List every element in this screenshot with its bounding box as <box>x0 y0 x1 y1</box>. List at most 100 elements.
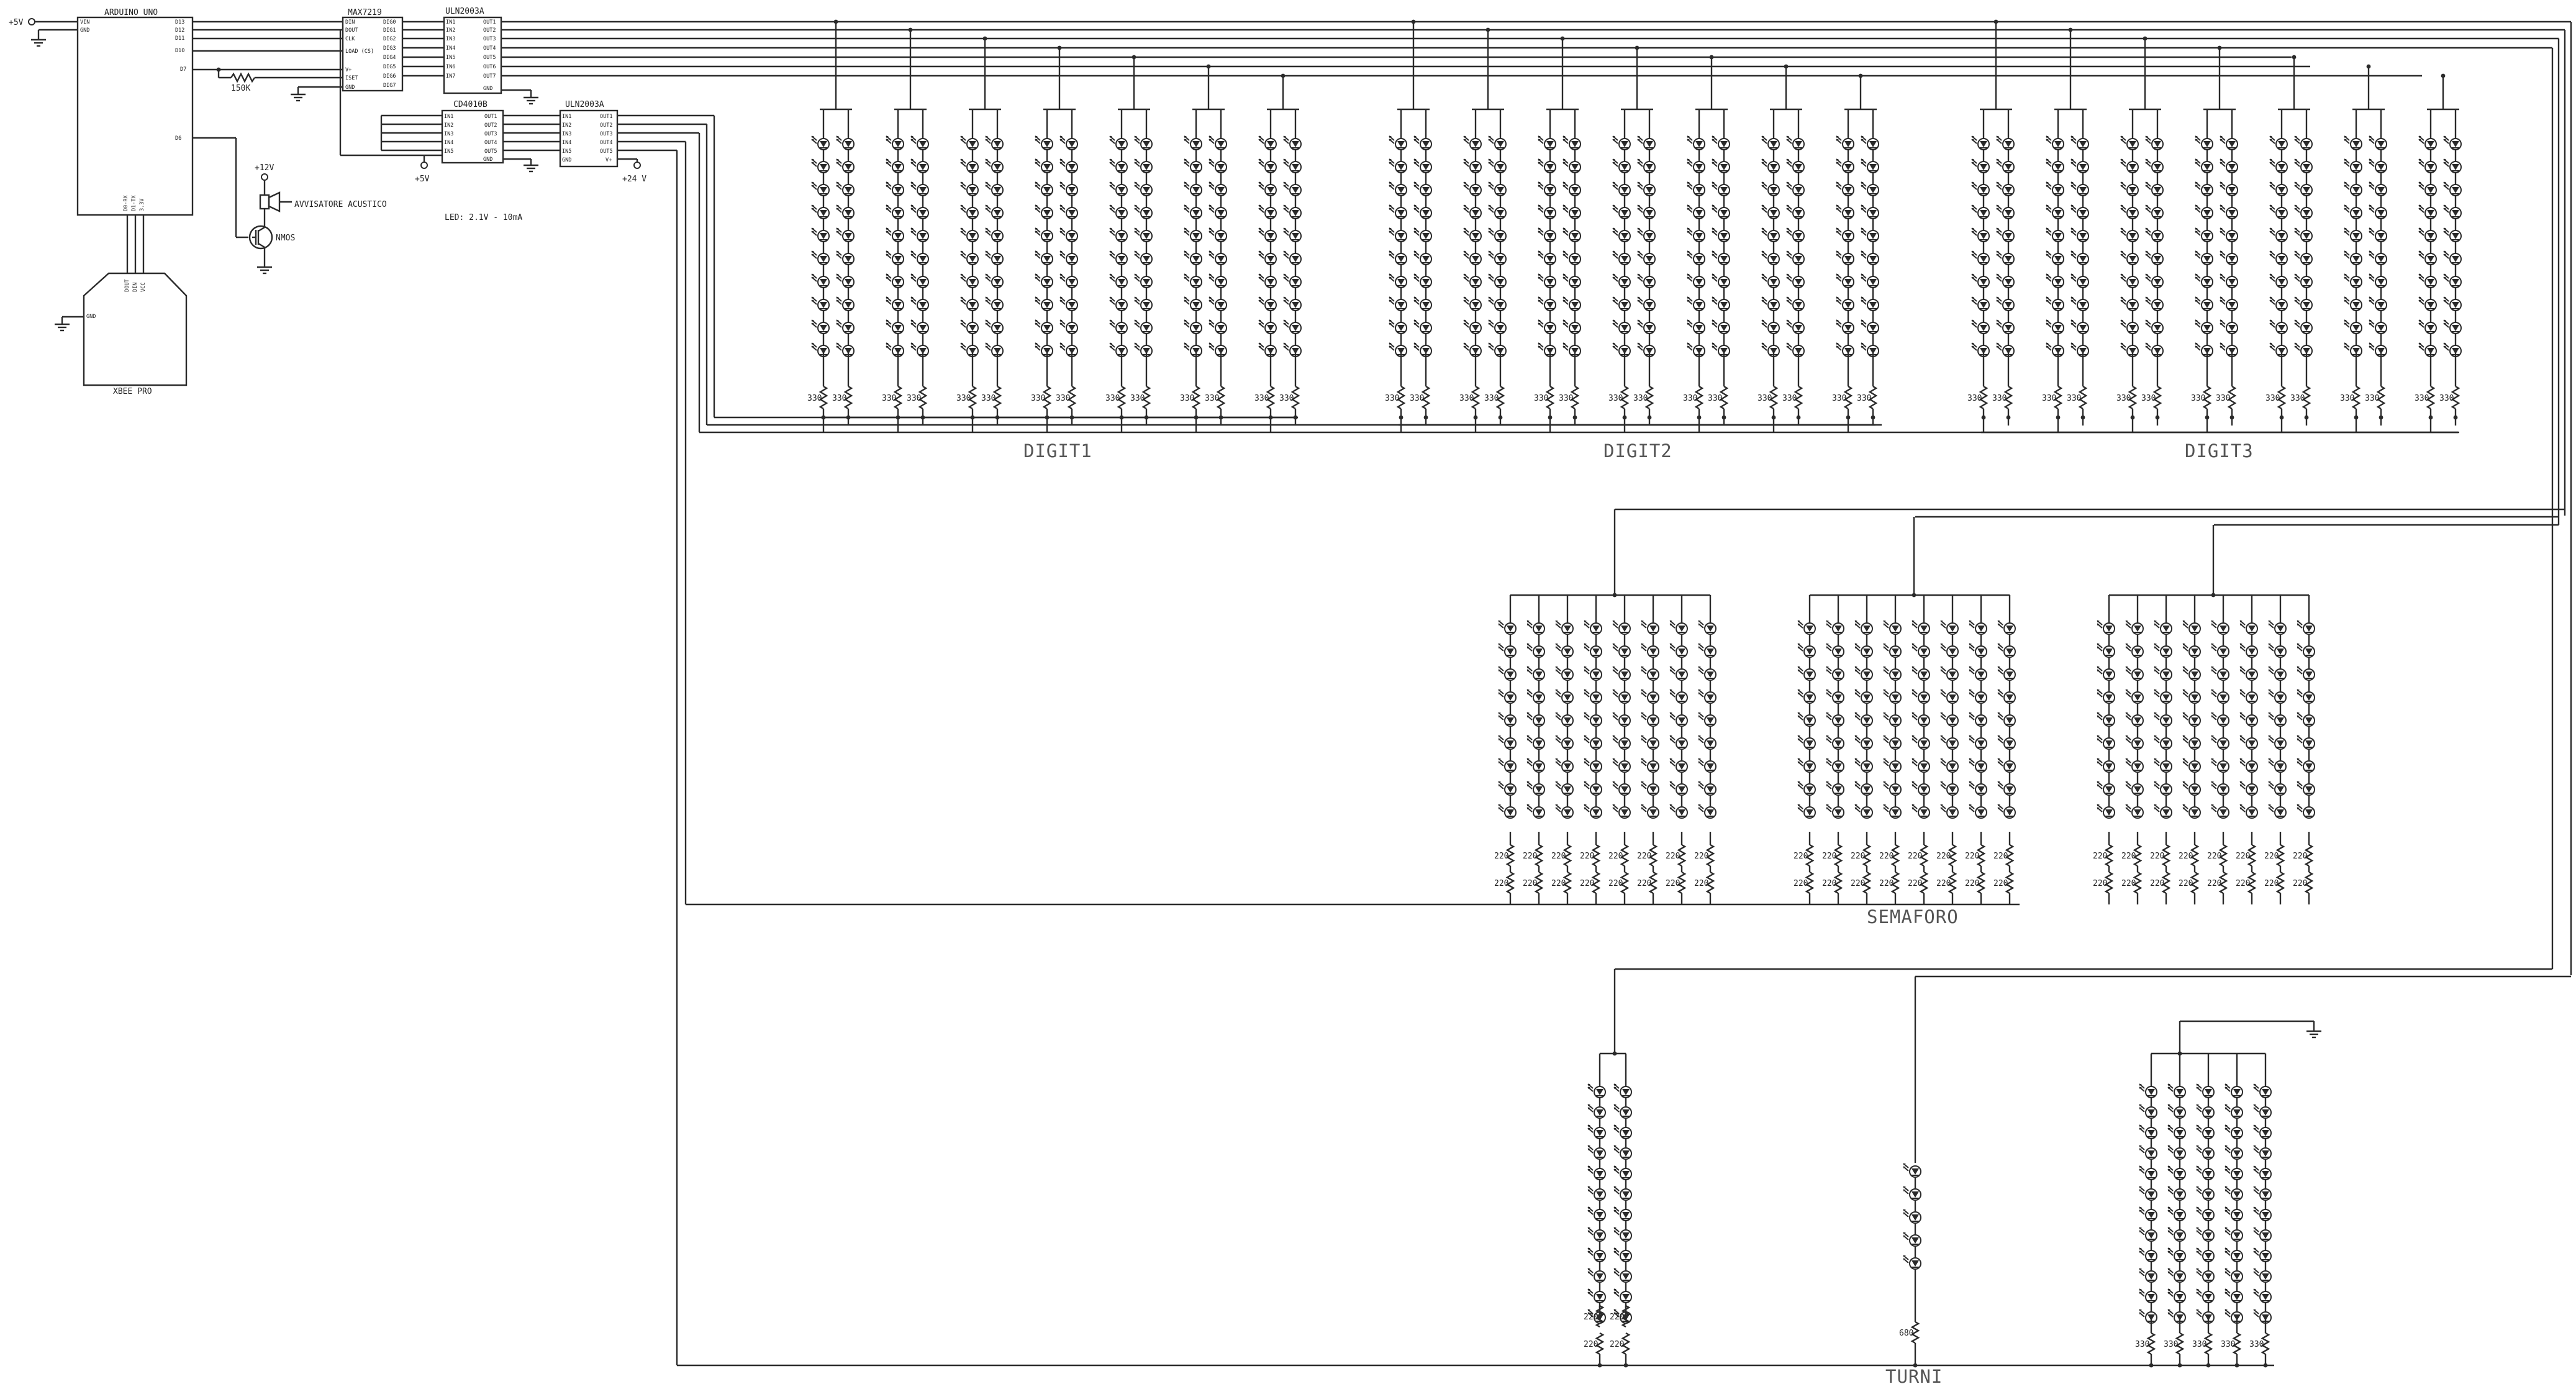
semaforo-block-1-col-1-res-2-value: 220 <box>1494 879 1508 888</box>
digit1-module-3-b-led-2 <box>985 181 1004 196</box>
digit2-module-5-b-led-6 <box>1712 273 1730 288</box>
digit3-module-6-a-led-7 <box>2344 296 2362 311</box>
semaforo-block-1-col-5-led-4 <box>1612 712 1631 727</box>
turni-middle-res-value: 680 <box>1899 1329 1913 1338</box>
semaforo-block-3-col-1-res-1-value: 220 <box>2093 852 2107 861</box>
semaforo-block-1-col-8-led-7 <box>1698 781 1717 796</box>
digit1-module-2-res-a-value: 330 <box>882 394 896 403</box>
semaforo-block-2-col-1-res-2: 220 <box>1794 871 1815 895</box>
semaforo-block-1-col-1-led-2 <box>1498 666 1517 681</box>
digit2-module-1-a-led-5 <box>1389 250 1407 265</box>
digit3-module-3-a-led-8 <box>2120 319 2139 334</box>
semaforo-block-3-col-4-led-6 <box>2182 758 2201 773</box>
digit2-module-2-a-led-4 <box>1463 227 1482 242</box>
digit1-module-1-a-led-2 <box>811 181 830 196</box>
digit3-module-4-a-led-7 <box>2195 296 2213 311</box>
semaforo-block-3-col-8-led-5 <box>2297 735 2315 750</box>
digit3-module-6-a-led-4 <box>2344 227 2362 242</box>
turni-right-col-4-led-1 <box>2225 1104 2243 1119</box>
digit2-module-7-a-led-1 <box>1836 158 1854 173</box>
digit1-module-3-res-a-value: 330 <box>956 394 971 403</box>
semaforo-block-1-col-6-res-1: 220 <box>1637 844 1658 867</box>
turni-right-col-2-res-value: 330 <box>2164 1340 2178 1349</box>
digit1-module-7-res-a: 330 <box>1254 385 1276 410</box>
semaforo-block-1-col-8-led-0 <box>1698 620 1717 635</box>
digit1-module-5-b-led-0 <box>1134 135 1153 150</box>
semaforo-block-2-col-6-res-1: 220 <box>1936 844 1957 867</box>
semaforo-block-3-col-3-led-3 <box>2154 689 2172 704</box>
semaforo-block-3-col-3-led-5 <box>2154 735 2172 750</box>
svg-text:OUT7: OUT7 <box>483 73 496 80</box>
semaforo-block-1-col-6-led-1 <box>1641 643 1659 658</box>
semaforo-block-1-col-1-res-1: 220 <box>1494 844 1515 867</box>
turni-left-col-2-led-5 <box>1613 1186 1632 1201</box>
digit1-module-5-b-led-2 <box>1134 181 1153 196</box>
arduino-max-wires: 150K <box>193 20 343 102</box>
semaforo-block-3-col-5-led-5 <box>2211 735 2229 750</box>
digit1-module-2-a-led-1 <box>886 158 904 173</box>
semaforo-block-3-col-6-led-5 <box>2239 735 2258 750</box>
digit2-module-4-res-a-value: 330 <box>1608 394 1623 403</box>
semaforo-block-3-col-7-led-4 <box>2268 712 2287 727</box>
digit1-module-4-a-led-5 <box>1035 250 1053 265</box>
digit1-module-7-b-led-5 <box>1283 250 1302 265</box>
semaforo-block-3-col-4-res-1: 220 <box>2179 844 2200 867</box>
digit1-module-6-res-a: 330 <box>1180 385 1201 410</box>
digit1-module-6-a-led-1 <box>1184 158 1202 173</box>
digit3-module-3-b-led-8 <box>2145 319 2164 334</box>
svg-text:IN2: IN2 <box>562 122 571 129</box>
digit2-module-2-b-led-8 <box>1488 319 1507 334</box>
semaforo-block-2-col-8-led-2 <box>1997 666 2016 681</box>
semaforo-block-1-col-2-led-0 <box>1526 620 1545 635</box>
turni-right-col-3-led-11 <box>2196 1309 2215 1324</box>
svg-text:D12: D12 <box>175 27 184 34</box>
digit2-module-3-b-led-2 <box>1562 181 1581 196</box>
digit3-module-7-b-led-4 <box>2443 227 2462 242</box>
svg-text:D7: D7 <box>180 66 186 73</box>
turni-right-col-5-led-11 <box>2253 1309 2272 1324</box>
semaforo-block-3-col-3-led-6 <box>2154 758 2172 773</box>
digit1-module-6-a-led-4 <box>1184 227 1202 242</box>
digit2-module-5-a-led-6 <box>1687 273 1705 288</box>
semaforo-block-2-col-1-led-8 <box>1797 804 1816 819</box>
digit2-module-7-a-led-8 <box>1836 319 1854 334</box>
digit3-module-5-a-led-3 <box>2269 204 2288 219</box>
digit2-module-6-b-led-2 <box>1786 181 1805 196</box>
digit2-module-4-a-led-6 <box>1612 273 1631 288</box>
digit3-module-4-a-led-6 <box>2195 273 2213 288</box>
buzzer-label: AVVISATORE ACUSTICO <box>294 200 387 209</box>
digit2-module-3-b-led-4 <box>1562 227 1581 242</box>
svg-text:DIG5: DIG5 <box>383 64 396 70</box>
digit2-module-3-b-led-0 <box>1562 135 1581 150</box>
digit2-module-6-res-a-value: 330 <box>1757 394 1772 403</box>
semaforo-block-2-col-8-led-6 <box>1997 758 2016 773</box>
semaforo-block-1-col-3-res-1: 220 <box>1551 844 1572 867</box>
turni-right-col-1-led-0 <box>2139 1083 2157 1098</box>
turni-right-col-2-led-5 <box>2167 1186 2186 1201</box>
semaforo-block-1-col-8-led-3 <box>1698 689 1717 704</box>
semaforo-block-2-col-2-res-2: 220 <box>1822 871 1843 895</box>
turni-right-col-5-res-value: 330 <box>2249 1340 2264 1349</box>
semaforo-block-2-col-7-led-8 <box>1969 804 1987 819</box>
semaforo-block-1-col-4-res-2: 220 <box>1580 871 1601 895</box>
digit3-module-6-b-led-5 <box>2369 250 2387 265</box>
svg-text:IN5: IN5 <box>562 148 571 155</box>
arduino-title: ARDUINO UNO <box>104 8 158 17</box>
digit2-module-6-res-b: 330 <box>1782 385 1803 410</box>
semaforo-block-2-col-7-led-4 <box>1969 712 1987 727</box>
digit2-module-1-a-led-2 <box>1389 181 1407 196</box>
turni-right-col-3-res: 330 <box>2192 1332 2213 1355</box>
semaforo-block-1-col-3-led-8 <box>1555 804 1574 819</box>
turni-right-col-4-led-11 <box>2225 1309 2243 1324</box>
semaforo-block-1-col-6-led-4 <box>1641 712 1659 727</box>
semaforo-block-2-col-3-res-2-value: 220 <box>1851 879 1865 888</box>
digit1-module-3-a-led-2 <box>960 181 979 196</box>
semaforo-block-2-col-8-led-1 <box>1997 643 2016 658</box>
semaforo-block-1-col-6-led-6 <box>1641 758 1659 773</box>
digit2-module-1-b-led-9 <box>1413 342 1432 357</box>
digit2-module-4-a-led-8 <box>1612 319 1631 334</box>
svg-text:V+: V+ <box>605 157 612 163</box>
semaforo-block-3-col-8-res-2-value: 220 <box>2293 879 2307 888</box>
semaforo-block-1-col-1-led-8 <box>1498 804 1517 819</box>
digit2-module-5-a-led-1 <box>1687 158 1705 173</box>
